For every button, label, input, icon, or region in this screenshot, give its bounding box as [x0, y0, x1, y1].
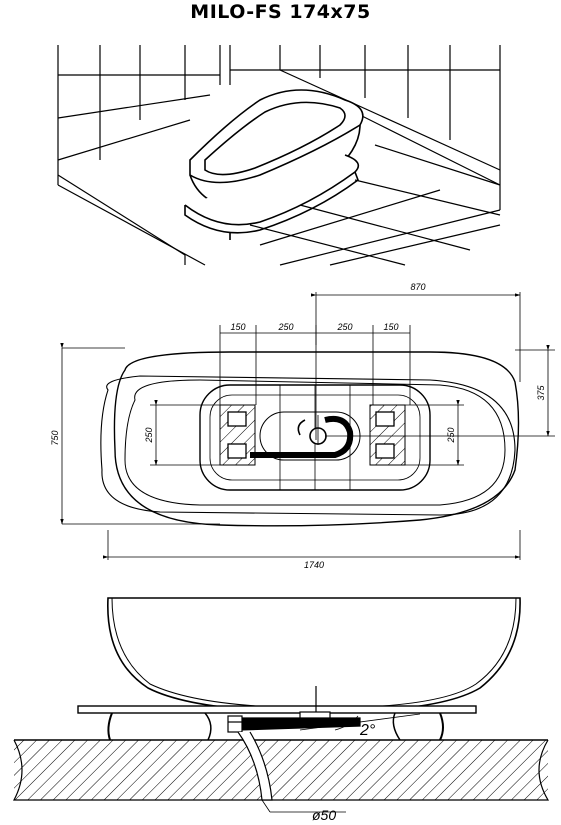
drawing-title: MILO-FS 174x75: [190, 1, 371, 23]
inner-basin: [124, 379, 506, 506]
base-plate-outline: [100, 375, 516, 516]
perspective-view: [57, 45, 501, 266]
floor-tiles: [57, 144, 501, 266]
dim-870: 870: [410, 282, 425, 292]
drain-assembly: [227, 686, 361, 733]
slope-arc: [334, 715, 359, 731]
dim-250-right: 250: [336, 322, 352, 332]
bathtub-3d: [184, 89, 364, 240]
slope-angle-label: 2°: [359, 722, 376, 739]
dim-250-side-left: 250: [144, 427, 154, 443]
dimension-lines: [60, 292, 555, 560]
dim-250-side-right: 250: [446, 427, 456, 443]
dim-1740: 1740: [304, 560, 324, 570]
dim-250-left: 250: [277, 322, 293, 332]
adjustable-feet: [227, 411, 395, 459]
right-wall-tiles: [229, 45, 501, 210]
top-view: 870 150 250 250 150 1740 750 375 250 250: [50, 282, 555, 570]
tub-rim-outline: [113, 351, 520, 527]
drain-pipe-side: [237, 731, 273, 801]
left-leg: [107, 712, 113, 741]
floor-hatched: [14, 740, 548, 800]
tub-side-profile: [107, 597, 521, 713]
dim-150-right: 150: [383, 322, 398, 332]
drain-diameter-label: ø50: [312, 807, 336, 823]
right-leg: [439, 712, 444, 741]
dim-375: 375: [536, 385, 546, 401]
dim-150-left: 150: [230, 322, 245, 332]
side-view: 2° ø50: [13, 597, 550, 823]
drain-pipe: [250, 415, 354, 458]
dim-750: 750: [50, 430, 60, 445]
left-wall-tiles: [57, 45, 221, 256]
base-plate-side: [77, 705, 477, 714]
